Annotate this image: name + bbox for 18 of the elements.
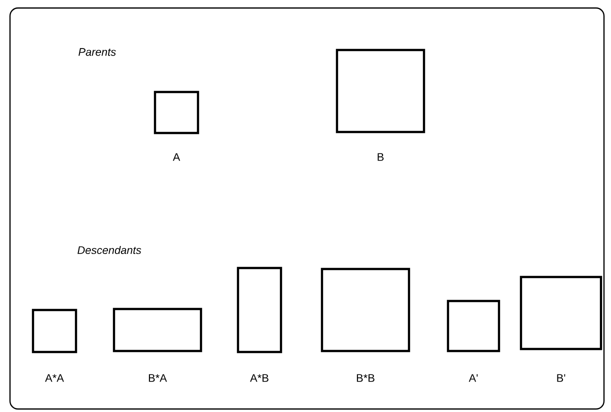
node-label: B bbox=[378, 153, 384, 161]
node-label: A*B bbox=[250, 374, 268, 382]
rectangle-box: A bbox=[154, 90, 200, 161]
rectangle-box: A' bbox=[446, 300, 500, 382]
section-heading: Descendants bbox=[78, 246, 142, 254]
node-label: B*B bbox=[356, 374, 374, 382]
rectangle-box: A*B bbox=[236, 266, 282, 382]
rectangle-box: B' bbox=[520, 276, 602, 382]
rectangle-box: B*B bbox=[320, 268, 410, 382]
node-label: A*A bbox=[45, 374, 64, 382]
rectangle-box: A*A bbox=[32, 308, 78, 382]
section-heading: Parents bbox=[78, 48, 116, 56]
node-label: B' bbox=[557, 374, 566, 382]
node-label: B*A bbox=[148, 374, 167, 382]
rectangle-box: B*A bbox=[112, 308, 202, 382]
node-label: A' bbox=[468, 374, 478, 382]
rectangle-box: B bbox=[336, 48, 426, 161]
node-label: A bbox=[172, 153, 180, 161]
